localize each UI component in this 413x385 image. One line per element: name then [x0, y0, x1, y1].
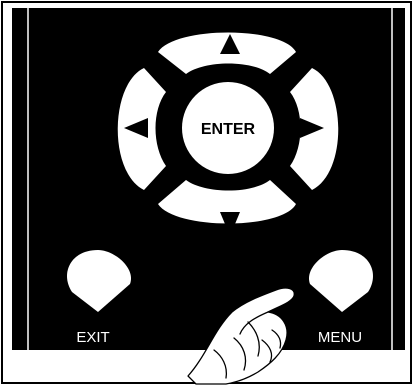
- enter-button[interactable]: ENTER: [182, 82, 274, 174]
- menu-label: MENU: [318, 329, 362, 346]
- enter-label: ENTER: [201, 121, 256, 138]
- exit-label: EXIT: [76, 329, 109, 346]
